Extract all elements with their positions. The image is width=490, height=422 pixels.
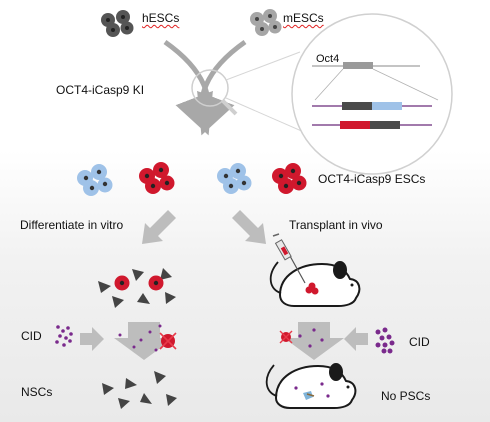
zoom-guide-line [225,51,301,81]
locus-zoom-circle [291,13,453,175]
cid-molecules-left [55,325,73,347]
arrow-down-left [142,210,176,244]
cid-molecules-right [375,327,395,354]
label-differentiate-in-vitro: Differentiate in vitro [20,218,124,232]
knockin-arrows [163,39,247,136]
hesc-cluster [101,10,134,37]
mesc-cluster [250,9,282,36]
engineered-cell-cluster-blue-left [77,164,113,196]
label-cid-right: CID [409,335,430,349]
arrow-down-right [232,210,266,244]
label-oct4-gene: Oct4 [316,53,340,65]
cid-arrow-right [344,327,368,351]
dying-cell-vitro [159,332,177,350]
label-mescs: mESCs [283,11,324,25]
nsc-population [102,371,177,409]
label-transplant-in-vivo: Transplant in vivo [289,218,383,232]
label-hescs: hESCs [142,11,180,25]
engineered-cell-cluster-red-right [272,163,307,194]
differentiated-population [98,268,176,308]
cid-scattered [118,324,324,352]
mouse-with-syringe [269,233,361,307]
mouse-treated [265,363,357,409]
engineered-cell-cluster-red-left [139,162,175,194]
arrow-down-vivo [284,322,344,360]
engineered-cell-cluster-blue-right [217,163,252,194]
label-engineered-escs: OCT4-iCasp9 ESCs [318,172,426,186]
label-no-pscs: No PSCs [381,389,431,403]
label-nscs: NSCs [21,385,53,399]
cid-arrow-left [80,327,104,351]
label-knockin: OCT4-iCasp9 KI [56,83,145,97]
magnifier-icon [191,69,238,116]
arrow-down-vitro [114,322,174,360]
dying-cell-vivo [279,330,293,344]
label-cid-left: CID [21,329,42,343]
